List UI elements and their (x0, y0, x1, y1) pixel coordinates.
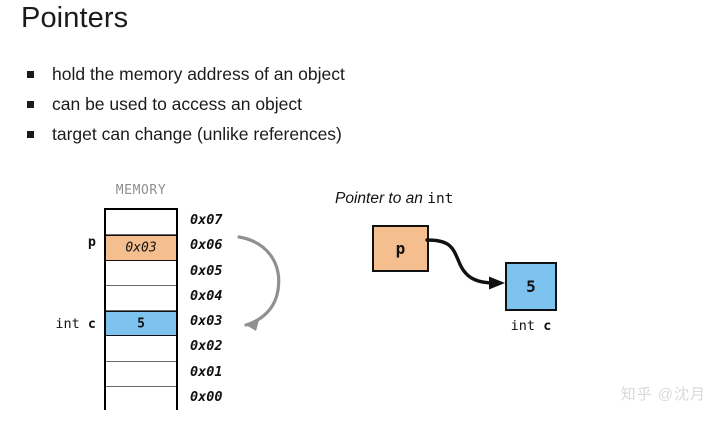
memory-row-label-int-c: int c (14, 316, 96, 332)
memory-cell-0x05 (106, 260, 176, 286)
memory-cell-0x02 (106, 336, 176, 362)
memory-row-label-name: c (87, 316, 96, 332)
memory-pointer-arrow-icon (237, 235, 281, 331)
memory-cell-0x07 (106, 210, 176, 236)
memory-cell-0x03: 5 (106, 311, 176, 337)
memory-address-label: 0x05 (190, 262, 223, 279)
list-item-label: target can change (unlike references) (52, 124, 342, 144)
memory-caption: MEMORY (115, 183, 167, 198)
memory-cell-value: 0x03 (125, 240, 157, 256)
bullet-list: hold the memory address of an object can… (24, 60, 584, 150)
list-item-label: can be used to access an object (52, 94, 303, 114)
memory-row-label-p: p (87, 234, 96, 250)
pointer-box-p: p (372, 225, 429, 272)
memory-address-label: 0x03 (190, 313, 223, 329)
pointer-target-label-name: c (543, 318, 552, 334)
list-item-label: hold the memory address of an object (52, 64, 345, 84)
pointer-target-box-c: 5 (505, 262, 557, 311)
memory-address-label: 0x04 (190, 287, 223, 304)
memory-cell-0x00 (106, 386, 176, 412)
square-bullet-icon (27, 130, 34, 138)
memory-row-label-type: int (55, 316, 80, 332)
pointer-target-box-value: 5 (526, 277, 536, 296)
memory-address-label: 0x00 (190, 388, 223, 405)
pointer-diagram-title-text: Pointer to an (335, 190, 423, 207)
memory-cell-value: 5 (137, 316, 145, 332)
memory-address-label: 0x06 (190, 237, 223, 254)
pointer-target-label-type: int (510, 318, 536, 334)
pointer-box-p-label: p (395, 239, 406, 258)
memory-diagram: MEMORY 0x03 5 0x07 0x06 0x05 0x04 0 (0, 0, 320, 422)
memory-cell-0x04 (106, 285, 176, 311)
square-bullet-icon (27, 100, 34, 108)
memory-address-label: 0x01 (190, 363, 223, 380)
page-title: Pointers (21, 2, 129, 34)
list-item: can be used to access an object (24, 90, 584, 118)
pointer-diagram-title: Pointer to an int (335, 190, 453, 208)
memory-address-label: 0x02 (190, 338, 223, 355)
memory-address-label: 0x07 (190, 212, 223, 228)
pointer-diagram-title-type: int (427, 191, 454, 207)
pointer-target-arrow-icon (425, 238, 505, 290)
memory-cell-0x01 (106, 361, 176, 387)
watermark: 知乎 @沈月 (620, 386, 706, 403)
list-item: target can change (unlike references) (24, 120, 584, 148)
list-item: hold the memory address of an object (24, 60, 584, 88)
pointer-target-label-int-c: int c (490, 318, 572, 334)
memory-cell-0x06: 0x03 (106, 235, 176, 261)
memory-table: 0x03 5 (104, 208, 178, 412)
pointer-diagram: Pointer to an int p 5 int c (330, 0, 720, 422)
memory-address-column: 0x07 0x06 0x05 0x04 0x03 0x02 0x01 0x00 (190, 208, 260, 410)
square-bullet-icon (27, 70, 34, 78)
